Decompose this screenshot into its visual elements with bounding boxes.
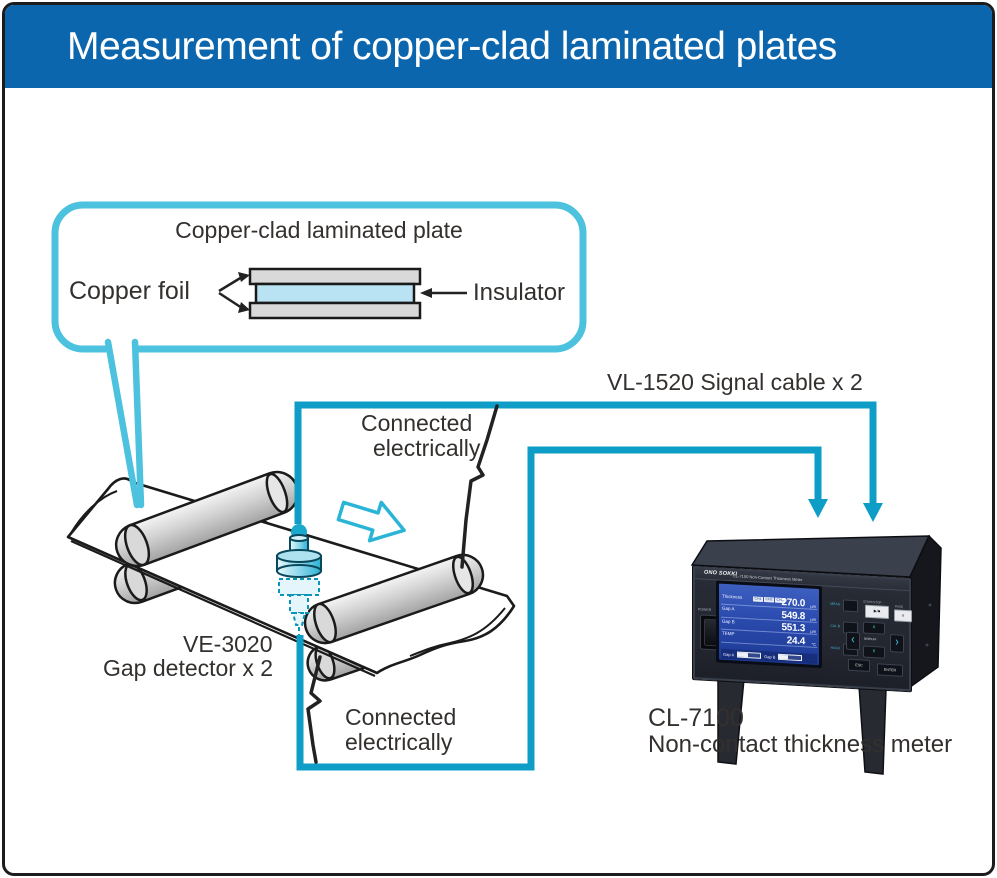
detector-name-label: Gap detector x 2 (103, 655, 274, 681)
fkey-label-2: CAL B (830, 623, 840, 629)
detector-model-label: VE-3020 (183, 631, 273, 657)
insulator-arrow (420, 288, 467, 298)
gap-b-bar (778, 653, 803, 662)
signal-cable-bottom (296, 446, 822, 771)
connected-electrically-bottom-line2: electrically (345, 729, 453, 755)
insulator-label: Insulator (473, 279, 566, 306)
sheet-thickness-line (70, 539, 376, 678)
device-caption-model: CL-7100 (648, 704, 744, 732)
signal-cable-top (294, 401, 877, 524)
title-bar: Measurement of copper-clad laminated pla… (5, 5, 992, 88)
page-title: Measurement of copper-clad laminated pla… (67, 25, 837, 68)
direction-arrow-icon (336, 500, 406, 543)
fkey-label-3: HOLD (830, 645, 840, 651)
cl7100-leg-right (858, 685, 887, 775)
power-label: POWER (698, 607, 712, 613)
ground-wire-bottom (306, 655, 322, 764)
page-button[interactable]: ≡ (894, 609, 912, 623)
connected-electrically-top-line2: electrically (373, 435, 481, 461)
cable-arrowhead-right (863, 503, 883, 522)
signal-cables (294, 401, 877, 771)
sheet-curl-line (70, 490, 118, 534)
cl7100-front-panel: ONO SOKKI CL-7100 Non-Contact Thickness … (692, 565, 912, 693)
callout-tail (104, 338, 145, 509)
left-arrow-key[interactable]: ❮ (846, 631, 860, 651)
copper-foil-label: Copper foil (69, 277, 190, 305)
copper-foil-bottom-layer (248, 301, 422, 320)
copper-foil-top-layer (248, 267, 422, 286)
display-pad-label: DISPLAY (864, 636, 877, 642)
signal-cable-label: VL-1520 Signal cable x 2 (607, 369, 863, 395)
diagram-canvas (51, 201, 942, 775)
connected-electrically-bottom-line1: Connected (345, 704, 457, 730)
gap-detector-bottom (278, 578, 320, 635)
right-arrow-key[interactable]: ❯ (890, 634, 904, 653)
roller-top-left (114, 470, 300, 568)
down-arrow-key[interactable]: ∨ (863, 645, 885, 659)
connected-electrically-top-line1: Connected (361, 410, 473, 436)
up-arrow-key[interactable]: ∧ (863, 621, 885, 635)
start-stop-button[interactable]: ▶/■ (865, 604, 889, 620)
sheet-torn-edge-line (409, 607, 506, 657)
device-caption-name: Non-contact thickness meter (648, 731, 953, 758)
insulator-layer (254, 282, 416, 305)
cl7100-body (690, 534, 942, 775)
gap-a-bar (737, 651, 762, 660)
callout-heading: Copper-clad laminated plate (175, 217, 463, 243)
laminate-layers (248, 267, 422, 320)
esc-key[interactable]: ESC (848, 658, 870, 672)
fkey-label-1: MEAS (830, 601, 840, 607)
roller-top-right (303, 553, 485, 645)
ground-wire-top (460, 404, 499, 569)
page-label: PAGE (895, 604, 904, 609)
copper-foil-arrows (218, 272, 250, 313)
gap-detector-top (276, 524, 322, 578)
enter-key[interactable]: ENTER (877, 663, 903, 677)
cable-arrowhead-left (808, 499, 828, 518)
meas-key[interactable] (843, 599, 858, 613)
screen-bar-meters: Gap A Gap B (721, 648, 817, 664)
